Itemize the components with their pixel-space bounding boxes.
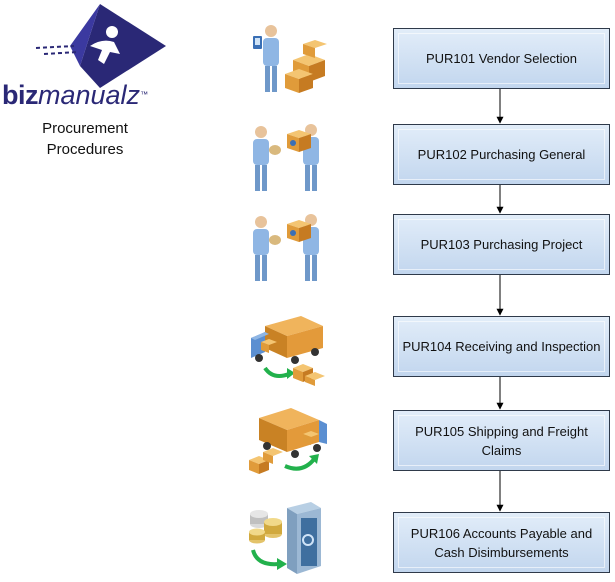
logo-suffix: manualz bbox=[38, 80, 141, 110]
step-pur106[interactable]: PUR106 Accounts Payable and Cash Disimbu… bbox=[393, 512, 610, 573]
two-people-exchange-icon bbox=[253, 124, 319, 191]
step-label: PUR105 Shipping and Freight Claims bbox=[415, 423, 588, 458]
two-people-exchange-icon bbox=[253, 214, 319, 281]
page-title: Procurement Procedures bbox=[0, 118, 170, 160]
step-pur101[interactable]: PUR101 Vendor Selection bbox=[393, 28, 610, 89]
logo-prefix: biz bbox=[2, 80, 39, 110]
step-pur105[interactable]: PUR105 Shipping and Freight Claims bbox=[393, 410, 610, 471]
step-pur104[interactable]: PUR104 Receiving and Inspection bbox=[393, 316, 610, 377]
trademark-symbol: ™ bbox=[140, 90, 149, 99]
page-title-line1: Procurement bbox=[42, 120, 128, 137]
person-with-boxes-icon bbox=[253, 25, 327, 93]
step-label: PUR102 Purchasing General bbox=[417, 147, 586, 162]
step-label: PUR103 Purchasing Project bbox=[420, 237, 583, 252]
step-label: PUR104 Receiving and Inspection bbox=[402, 339, 601, 354]
step-pur102[interactable]: PUR102 Purchasing General bbox=[393, 124, 610, 185]
step-pur103[interactable]: PUR103 Purchasing Project bbox=[393, 214, 610, 275]
page-title-line2: Procedures bbox=[46, 141, 124, 158]
delivery-truck-icon bbox=[251, 316, 325, 386]
step-label: PUR106 Accounts Payable and Cash Disimbu… bbox=[410, 525, 593, 560]
logo-wordmark: bizmanualz™ bbox=[2, 80, 177, 110]
logo-mark-icon bbox=[35, 4, 166, 88]
company-logo bbox=[30, 2, 170, 162]
step-label: PUR101 Vendor Selection bbox=[425, 51, 578, 66]
delivery-truck-icon bbox=[249, 408, 327, 474]
safe-with-coins-icon bbox=[249, 502, 321, 574]
